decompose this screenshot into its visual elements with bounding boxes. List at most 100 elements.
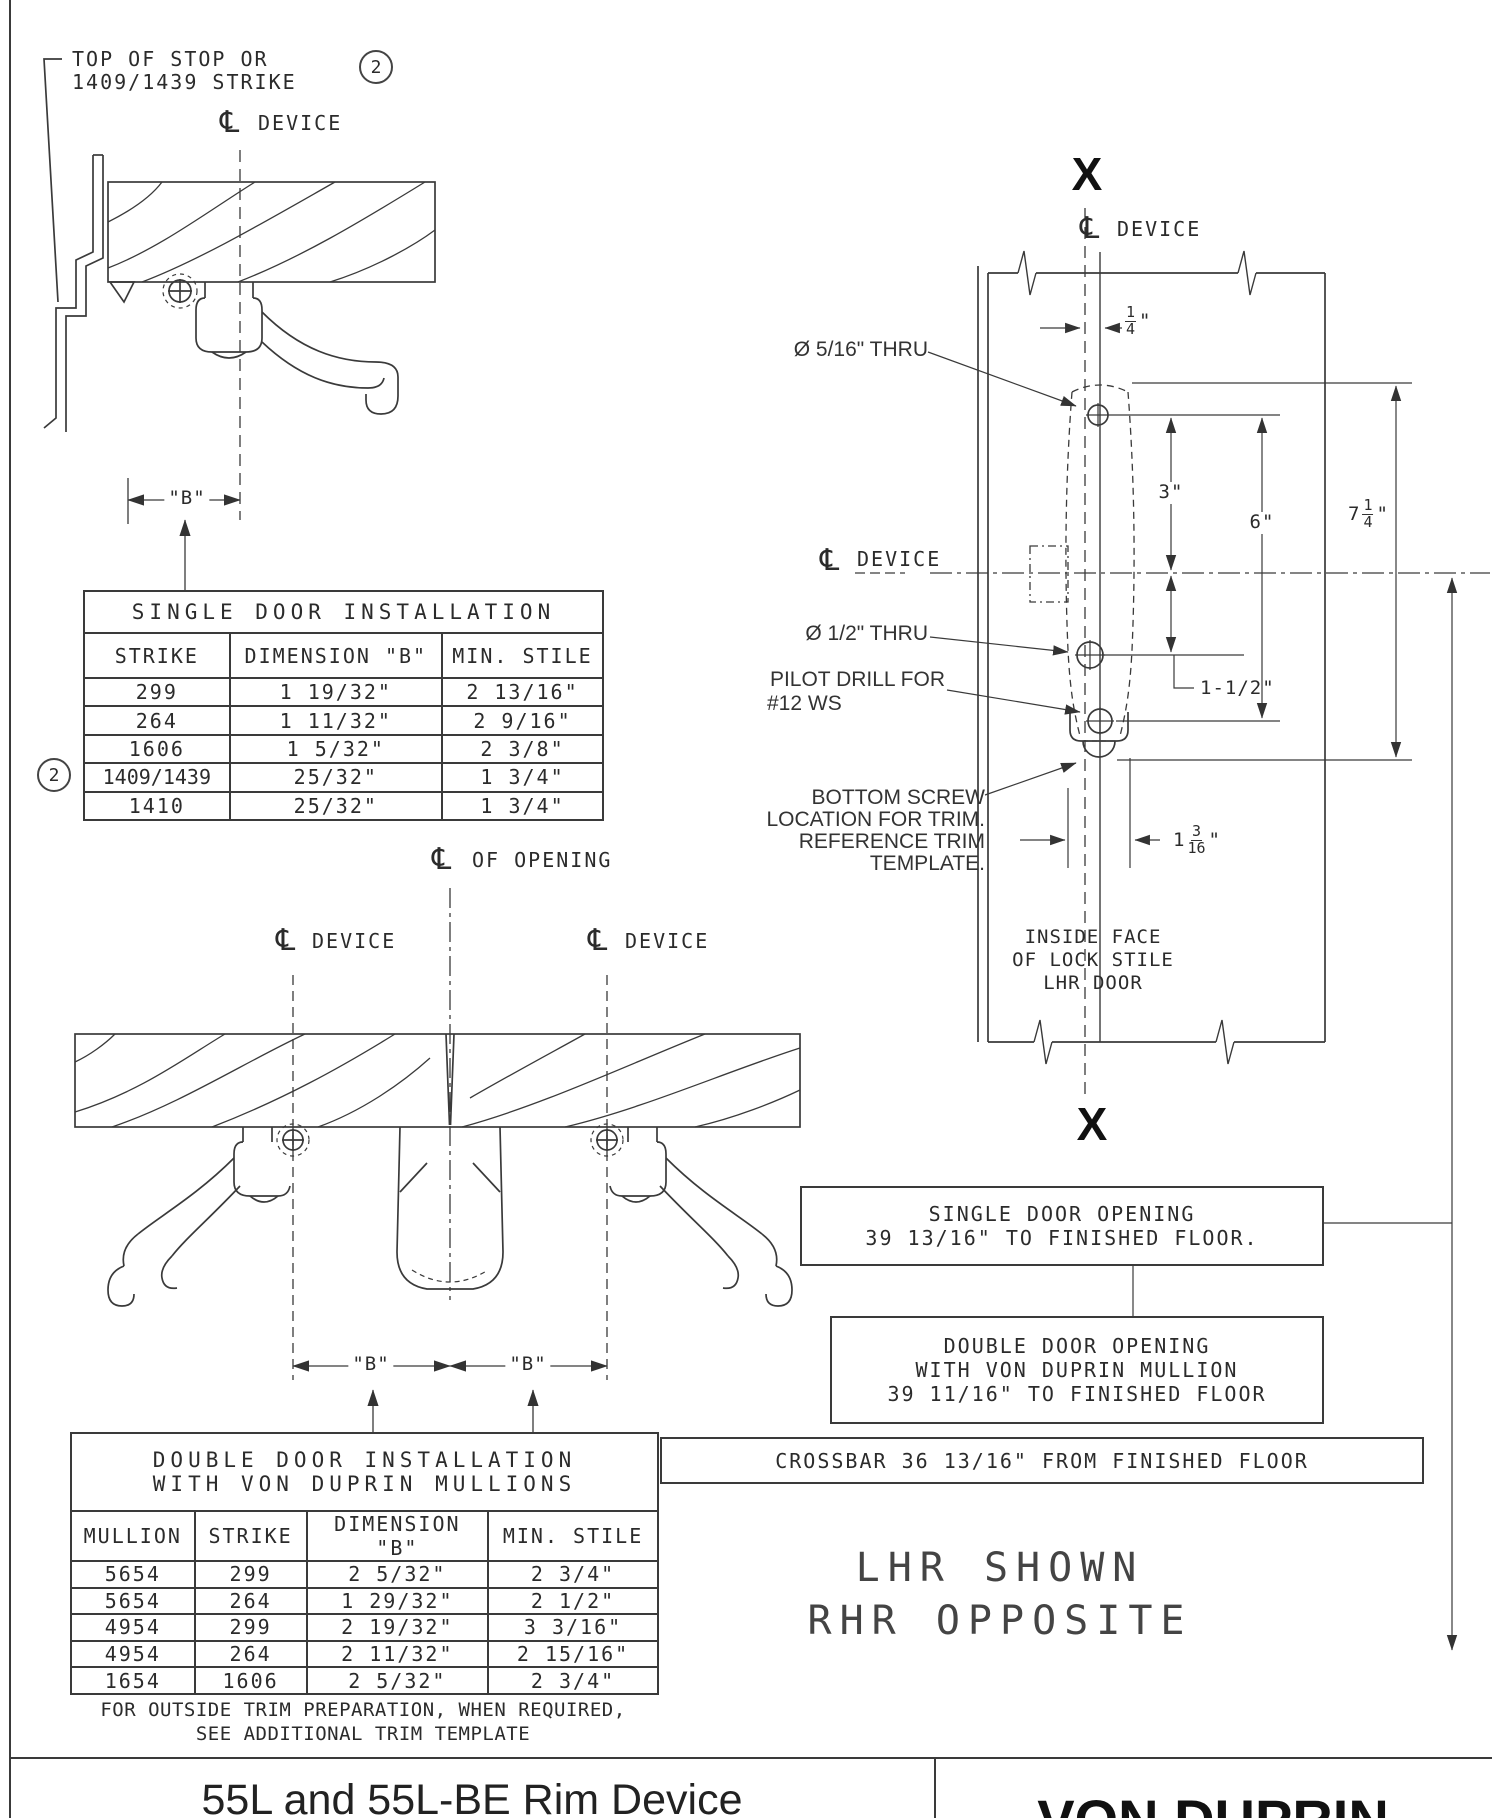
single-door-table: SINGLE DOOR INSTALLATION STRIKE DIMENSIO… bbox=[83, 590, 604, 821]
fraction-denominator: 16 bbox=[1187, 838, 1206, 857]
table-cell: 1410 bbox=[85, 792, 231, 820]
table-cell: 1 3/4" bbox=[480, 765, 565, 790]
table-cell: 2 5/32" bbox=[308, 1562, 490, 1587]
table-cell: 3 3/16" bbox=[523, 1615, 623, 1640]
section-x-marker-top: X bbox=[1071, 148, 1103, 200]
table-row: 5654 299 2 5/32" 2 3/4" bbox=[72, 1562, 657, 1589]
table-row: 4954 299 2 19/32" 3 3/16" bbox=[72, 1615, 657, 1642]
table-cell: 299 bbox=[196, 1615, 308, 1640]
bottom-screw-note-line3: REFERENCE TRIM bbox=[798, 830, 985, 853]
hand-note-line2: RHR OPPOSITE bbox=[807, 1598, 1193, 1644]
cl-device-top-label: DEVICE bbox=[1117, 217, 1202, 241]
dim-b-left-label: "B" bbox=[348, 1353, 394, 1376]
single-door-opening-line1: SINGLE DOOR OPENING bbox=[928, 1202, 1196, 1226]
lock-stile-dimensions bbox=[927, 322, 1458, 1651]
dim-1-half-inch: 1-1/2" bbox=[1200, 677, 1275, 699]
single-door-table-header: STRIKE DIMENSION "B" MIN. STILE bbox=[85, 634, 602, 679]
dia-516-thru-label: Ø 5/16" THRU bbox=[793, 338, 928, 361]
sheet-title: 55L and 55L-BE Rim Device bbox=[201, 1776, 743, 1818]
table-cell: 4954 bbox=[72, 1641, 196, 1667]
table-cell: 5654 bbox=[72, 1562, 196, 1587]
inside-face-note-line1: INSIDE FACE bbox=[1024, 926, 1162, 948]
dim-6-inch: 6" bbox=[1245, 511, 1279, 534]
double-door-table-title: DOUBLE DOOR INSTALLATION WITH VON DUPRIN… bbox=[72, 1434, 657, 1512]
table-cell: 264 bbox=[196, 1588, 308, 1614]
hand-note-line1: LHR SHOWN bbox=[855, 1545, 1145, 1591]
table-cell: 2 15/16" bbox=[516, 1642, 630, 1667]
top-left-wood-grain bbox=[107, 181, 436, 283]
whole-number: 1 bbox=[1173, 829, 1185, 852]
double-door-table-title-line2: WITH VON DUPRIN MULLIONS bbox=[152, 1472, 577, 1496]
inch-mark: " bbox=[1208, 829, 1220, 852]
double-door-opening-line3: 39 11/16" TO FINISHED FLOOR bbox=[887, 1382, 1267, 1406]
cl-of-opening-label: OF OPENING bbox=[472, 848, 613, 872]
table-cell: 1 3/4" bbox=[480, 793, 565, 818]
von-duprin-logo: VON DUPRIN bbox=[1037, 1788, 1389, 1818]
table-cell: 264 bbox=[196, 1641, 308, 1667]
double-door-wood-grain bbox=[74, 1033, 801, 1128]
crossbar-note: CROSSBAR 36 13/16" FROM FINISHED FLOOR bbox=[660, 1437, 1424, 1484]
cl-device-right-label: DEVICE bbox=[625, 929, 710, 953]
trim-footnote-line2: SEE ADDITIONAL TRIM TEMPLATE bbox=[195, 1723, 531, 1745]
double-door-centerlines bbox=[292, 888, 608, 1380]
col-header-strike: STRIKE bbox=[196, 1512, 308, 1560]
bottom-screw-note-line2: LOCATION FOR TRIM. bbox=[766, 808, 985, 831]
table-cell: 2 3/4" bbox=[530, 1668, 616, 1693]
inside-face-note-line3: LHR DOOR bbox=[1043, 972, 1143, 994]
double-door-table-title-line1: DOUBLE DOOR INSTALLATION bbox=[152, 1448, 577, 1472]
fraction-denominator: 4 bbox=[1363, 512, 1373, 531]
whole-number: 7 bbox=[1348, 503, 1360, 526]
top-left-dimensions bbox=[127, 150, 241, 590]
bottom-screw-note-line1: BOTTOM SCREW bbox=[811, 786, 985, 809]
table-row: 1409/1439 25/32" 1 3/4" bbox=[85, 764, 602, 793]
double-door-section bbox=[74, 1033, 801, 1307]
trim-footnote-line1: FOR OUTSIDE TRIM PREPARATION, WHEN REQUI… bbox=[100, 1699, 626, 1721]
stop-strike-note-line2: 1409/1439 STRIKE bbox=[72, 70, 297, 94]
inch-mark: " bbox=[1139, 310, 1151, 333]
double-door-table: DOUBLE DOOR INSTALLATION WITH VON DUPRIN… bbox=[70, 1432, 659, 1695]
fraction-numerator: 1 bbox=[1362, 496, 1374, 515]
double-door-opening-line2: WITH VON DUPRIN MULLION bbox=[915, 1358, 1239, 1382]
table-cell: 2 3/8" bbox=[480, 737, 565, 762]
dim-3-inch: 3" bbox=[1154, 481, 1188, 504]
table-cell: 1606 bbox=[85, 735, 231, 763]
col-header-dimension-b: DIMENSION "B" bbox=[231, 634, 443, 677]
pilot-drill-label-line1: PILOT DRILL FOR bbox=[769, 668, 945, 691]
inside-face-note-line2: OF LOCK STILE bbox=[1012, 949, 1174, 971]
fraction-numerator: 1 bbox=[1125, 303, 1137, 322]
bottom-screw-note-line4: TEMPLATE. bbox=[869, 852, 985, 875]
table-row: 299 1 19/32" 2 13/16" bbox=[85, 679, 602, 708]
single-door-table-title: SINGLE DOOR INSTALLATION bbox=[85, 592, 602, 634]
table-cell: 1 29/32" bbox=[308, 1588, 490, 1614]
inch-mark: " bbox=[1376, 503, 1388, 526]
cl-device-label: DEVICE bbox=[258, 111, 343, 135]
centerline-icon: ℄ bbox=[276, 923, 296, 958]
double-door-dimensions bbox=[292, 1360, 608, 1432]
table-cell: 2 19/32" bbox=[308, 1615, 490, 1640]
table-cell: 2 1/2" bbox=[530, 1588, 616, 1613]
cl-device-left-label: DEVICE bbox=[312, 929, 397, 953]
dia-12-thru-label: Ø 1/2" THRU bbox=[805, 622, 928, 645]
centerline-icon: ℄ bbox=[588, 923, 608, 958]
lock-stile-elevation bbox=[977, 250, 1326, 1065]
single-door-opening-line2: 39 13/16" TO FINISHED FLOOR. bbox=[865, 1226, 1259, 1250]
col-header-mullion: MULLION bbox=[72, 1512, 196, 1560]
table-cell: 25/32" bbox=[231, 792, 443, 820]
table-row: 4954 264 2 11/32" 2 15/16" bbox=[72, 1641, 657, 1669]
centerline-icon: ℄ bbox=[432, 842, 452, 877]
sheet-border bbox=[9, 0, 1492, 1818]
table-row: 264 1 11/32" 2 9/16" bbox=[85, 707, 602, 736]
table-cell: 1409/1439 bbox=[85, 764, 231, 791]
callout-2-badge: 2 bbox=[359, 50, 393, 84]
table-cell: 299 bbox=[196, 1562, 308, 1587]
table-cell: 1 11/32" bbox=[231, 707, 443, 734]
table-cell: 299 bbox=[85, 679, 231, 706]
table-cell: 2 3/4" bbox=[530, 1562, 616, 1587]
centerline-icon: ℄ bbox=[1080, 211, 1100, 246]
table-row: 5654 264 1 29/32" 2 1/2" bbox=[72, 1588, 657, 1616]
